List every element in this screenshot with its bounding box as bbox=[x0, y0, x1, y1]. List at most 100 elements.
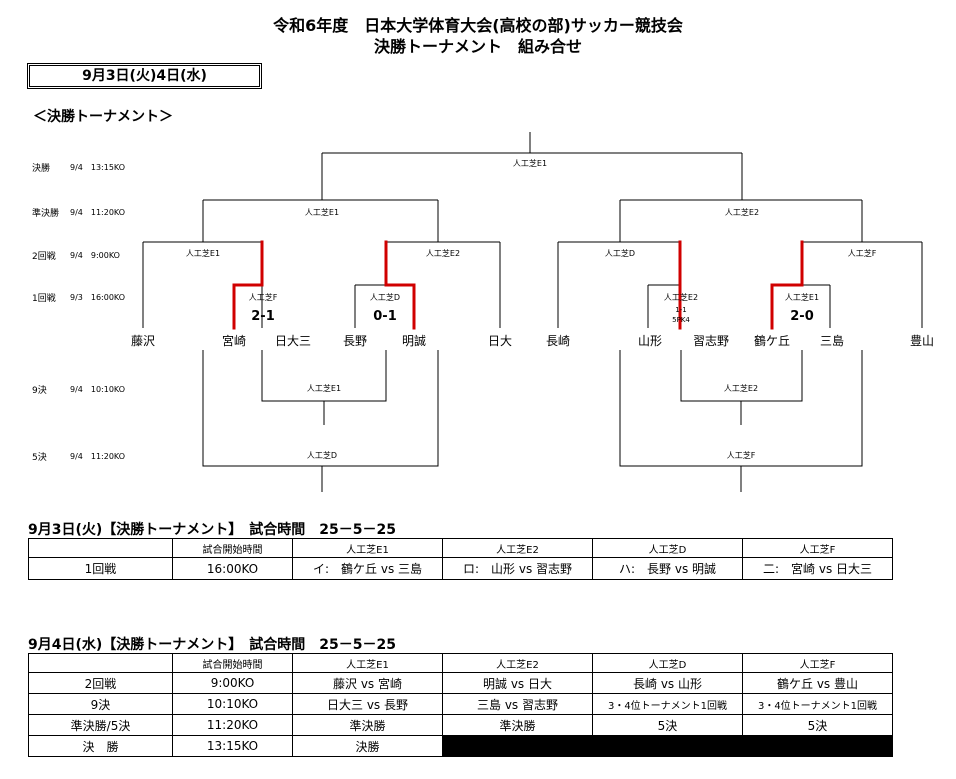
score-r1-3-pk: 5PK4 bbox=[672, 316, 690, 324]
match-cell: 明誠 vs 日大 bbox=[442, 672, 593, 694]
venue-r2-3: 人工芝D bbox=[604, 249, 636, 258]
page-title: 令和6年度 日本大学体育大会(高校の部)サッカー競技会 bbox=[273, 16, 683, 35]
match-cell: 鶴ケ丘 vs 豊山 bbox=[742, 672, 893, 694]
venue-r2-1: 人工芝E1 bbox=[185, 249, 221, 258]
table-row: 決 勝 13:15KO 決勝 bbox=[28, 735, 893, 757]
round-time-5th: 9/4 11:20KO bbox=[70, 452, 126, 461]
schedule2-table: 試合開始時間 人工芝E1 人工芝E2 人工芝D 人工芝F 2回戦 9:00KO … bbox=[28, 653, 893, 757]
match-cell: 準決勝 bbox=[442, 714, 593, 736]
table-row: 2回戦 9:00KO 藤沢 vs 宮崎 明誠 vs 日大 長崎 vs 山形 鶴ケ… bbox=[28, 672, 893, 694]
schedule2-heading: 9月4日(水)【決勝トーナメント】 試合時間 25－5－25 bbox=[28, 637, 396, 653]
match-cell: ロ: 山形 vs 習志野 bbox=[442, 557, 593, 580]
venue-5th-left: 人工芝D bbox=[306, 451, 338, 460]
score-r1-2: 0-1 bbox=[373, 309, 397, 324]
venue-r1-1: 人工芝F bbox=[248, 293, 278, 302]
team-fujisawa: 藤沢 bbox=[130, 334, 156, 348]
round-time-r1: 9/3 16:00KO bbox=[70, 293, 126, 302]
team-miyazaki: 宮崎 bbox=[221, 334, 247, 348]
venue-r2-2: 人工芝E2 bbox=[425, 249, 461, 258]
blank-cell bbox=[442, 735, 593, 757]
match-cell: 藤沢 vs 宮崎 bbox=[292, 672, 443, 694]
header-cell: 人工芝F bbox=[742, 653, 893, 673]
match-cell: 二: 宮崎 vs 日大三 bbox=[742, 557, 893, 580]
venue-r1-4: 人工芝E1 bbox=[784, 293, 820, 302]
time-cell: 10:10KO bbox=[172, 693, 293, 715]
venue-r1-2: 人工芝D bbox=[369, 293, 401, 302]
blank-cell bbox=[742, 735, 893, 757]
schedule1-table: 試合開始時間 人工芝E1 人工芝E2 人工芝D 人工芝F 1回戦 16:00KO… bbox=[28, 538, 893, 580]
time-cell: 9:00KO bbox=[172, 672, 293, 694]
round-label-9th: 9決 bbox=[32, 386, 47, 396]
header-cell: 人工芝E2 bbox=[442, 538, 593, 558]
round-cell: 9決 bbox=[28, 693, 173, 715]
header-cell bbox=[28, 653, 173, 673]
round-label-r1: 1回戦 bbox=[32, 294, 56, 304]
header-cell bbox=[28, 538, 173, 558]
date-box: 9月3日(火)4日(水) bbox=[27, 63, 262, 89]
venue-semi-left: 人工芝E1 bbox=[304, 208, 340, 217]
round-cell: 1回戦 bbox=[28, 557, 173, 580]
header-cell: 人工芝E2 bbox=[442, 653, 593, 673]
team-meisei: 明誠 bbox=[401, 334, 427, 348]
venue-9th-left: 人工芝E1 bbox=[306, 384, 342, 393]
round-cell: 2回戦 bbox=[28, 672, 173, 694]
page-subtitle: 決勝トーナメント 組み合せ bbox=[373, 37, 582, 56]
match-cell: ハ: 長野 vs 明誠 bbox=[592, 557, 743, 580]
time-cell: 13:15KO bbox=[172, 735, 293, 757]
round-cell: 決 勝 bbox=[28, 735, 173, 757]
round-time-9th: 9/4 10:10KO bbox=[70, 385, 126, 394]
round-label-5th: 5決 bbox=[32, 453, 47, 463]
venue-final: 人工芝E1 bbox=[512, 159, 548, 168]
table-row: 試合開始時間 人工芝E1 人工芝E2 人工芝D 人工芝F bbox=[28, 653, 893, 673]
team-tsurugaoka: 鶴ケ丘 bbox=[753, 334, 791, 348]
score-r1-1: 2-1 bbox=[251, 309, 275, 324]
venue-r2-4: 人工芝F bbox=[847, 249, 877, 258]
blank-cell bbox=[592, 735, 743, 757]
match-cell: 準決勝 bbox=[292, 714, 443, 736]
match-cell: イ: 鶴ケ丘 vs 三島 bbox=[292, 557, 443, 580]
venue-r1-3: 人工芝E2 bbox=[663, 293, 699, 302]
round-time-r2: 9/4 9:00KO bbox=[70, 251, 120, 260]
round-time-semi: 9/4 11:20KO bbox=[70, 208, 126, 217]
bracket-lines bbox=[142, 132, 923, 492]
table-row: 9決 10:10KO 日大三 vs 長野 三島 vs 習志野 3・4位トーナメン… bbox=[28, 693, 893, 715]
team-mishima: 三島 bbox=[819, 334, 845, 348]
venue-semi-right: 人工芝E2 bbox=[724, 208, 760, 217]
team-toyama: 豊山 bbox=[909, 334, 935, 348]
header-cell: 人工芝D bbox=[592, 653, 743, 673]
table-row: 1回戦 16:00KO イ: 鶴ケ丘 vs 三島 ロ: 山形 vs 習志野 ハ:… bbox=[28, 557, 893, 580]
header-cell: 試合開始時間 bbox=[172, 653, 293, 673]
round-label-final: 決勝 bbox=[32, 164, 51, 174]
header-cell: 人工芝F bbox=[742, 538, 893, 558]
match-cell: 日大三 vs 長野 bbox=[292, 693, 443, 715]
score-r1-3: 1-1 bbox=[675, 306, 687, 314]
team-nagasaki: 長崎 bbox=[545, 334, 571, 348]
time-cell: 11:20KO bbox=[172, 714, 293, 736]
match-cell: 3・4位トーナメント1回戦 bbox=[592, 693, 743, 715]
table-row: 試合開始時間 人工芝E1 人工芝E2 人工芝D 人工芝F bbox=[28, 538, 893, 558]
round-time-final: 9/4 13:15KO bbox=[70, 163, 126, 172]
round-cell: 準決勝/5決 bbox=[28, 714, 173, 736]
header-cell: 試合開始時間 bbox=[172, 538, 293, 558]
venue-9th-right: 人工芝E2 bbox=[723, 384, 759, 393]
match-cell: 3・4位トーナメント1回戦 bbox=[742, 693, 893, 715]
venue-5th-right: 人工芝F bbox=[726, 451, 756, 460]
team-nagano: 長野 bbox=[342, 334, 368, 348]
round-label-semi: 準決勝 bbox=[32, 209, 60, 219]
team-narashino: 習志野 bbox=[692, 334, 730, 348]
match-cell: 5決 bbox=[742, 714, 893, 736]
header-cell: 人工芝E1 bbox=[292, 538, 443, 558]
team-nichidai3: 日大三 bbox=[274, 334, 312, 348]
score-r1-4: 2-0 bbox=[790, 309, 814, 324]
table-row: 準決勝/5決 11:20KO 準決勝 準決勝 5決 5決 bbox=[28, 714, 893, 736]
header-cell: 人工芝E1 bbox=[292, 653, 443, 673]
header-cell: 人工芝D bbox=[592, 538, 743, 558]
bracket-title: ＜決勝トーナメント＞ bbox=[33, 109, 173, 125]
match-cell: 三島 vs 習志野 bbox=[442, 693, 593, 715]
match-cell: 決勝 bbox=[292, 735, 443, 757]
team-yamagata: 山形 bbox=[637, 334, 663, 348]
round-label-r2: 2回戦 bbox=[32, 252, 56, 262]
match-cell: 5決 bbox=[592, 714, 743, 736]
match-cell: 長崎 vs 山形 bbox=[592, 672, 743, 694]
schedule1-heading: 9月3日(火)【決勝トーナメント】 試合時間 25－5－25 bbox=[28, 522, 396, 538]
